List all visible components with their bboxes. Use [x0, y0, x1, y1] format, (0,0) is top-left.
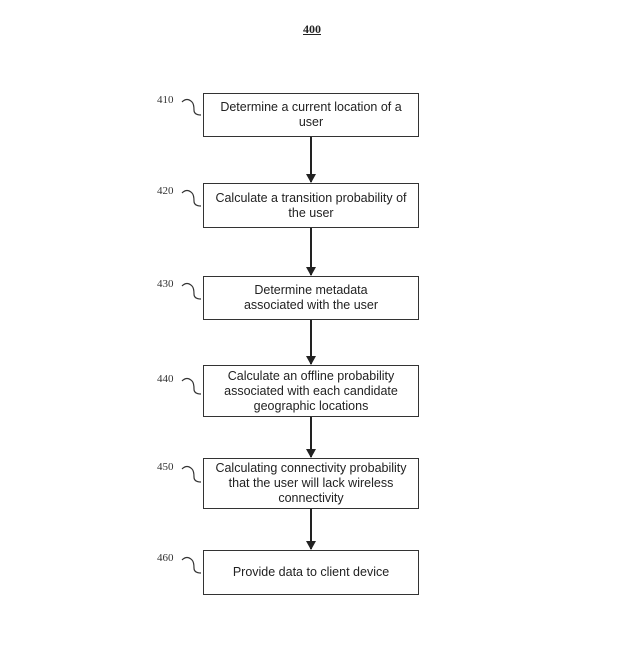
- step-box-450: Calculating connectivity probability tha…: [203, 458, 419, 509]
- leader-line: [181, 556, 202, 574]
- ref-label-420: 420: [157, 185, 174, 197]
- step-box-410: Determine a current location of a user: [203, 93, 419, 137]
- step-text: Calculate an offline probability associa…: [224, 368, 398, 413]
- step-box-460: Provide data to client device: [203, 550, 419, 595]
- step-text: Determine a current location of a user: [220, 100, 402, 129]
- ref-label-430: 430: [157, 278, 174, 290]
- step-text: Provide data to client device: [232, 565, 390, 579]
- ref-label-450: 450: [157, 461, 174, 473]
- leader-line: [181, 189, 202, 207]
- arrow-420-430: [306, 228, 316, 276]
- ref-label-460: 460: [157, 552, 174, 564]
- step-text: Calculate a transition probability of th…: [215, 190, 407, 220]
- arrow-410-420: [306, 137, 316, 183]
- step-text: Determine metadata associated with the u…: [243, 283, 379, 312]
- leader-line: [181, 282, 202, 300]
- arrow-430-440: [306, 320, 316, 365]
- ref-label-410: 410: [157, 94, 174, 106]
- step-text: Calculating connectivity probability tha…: [215, 461, 407, 505]
- arrow-440-450: [306, 417, 316, 458]
- ref-label-440: 440: [157, 373, 174, 385]
- arrow-450-460: [306, 509, 316, 550]
- step-box-430: Determine metadata associated with the u…: [203, 276, 419, 320]
- leader-line: [181, 465, 202, 483]
- leader-line: [181, 377, 202, 395]
- leader-line: [181, 98, 202, 116]
- step-box-420: Calculate a transition probability of th…: [203, 183, 419, 228]
- step-box-440: Calculate an offline probability associa…: [203, 365, 419, 417]
- figure-number: 400: [303, 22, 321, 36]
